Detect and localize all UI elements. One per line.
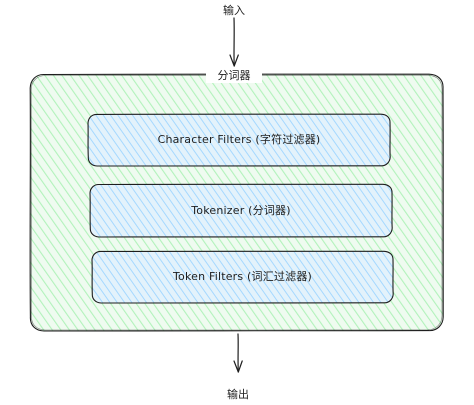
stage-box-tokenizer: [89, 183, 393, 238]
input-label: 输入: [223, 4, 245, 17]
stage-box-character-filters: [87, 113, 391, 167]
stage-box-token-filters: [91, 250, 394, 304]
analyzer-label: 分词器: [206, 69, 262, 83]
stage-label-token-filters: Token Filters (词汇过滤器): [172, 270, 313, 283]
stage-label-tokenizer: Tokenizer (分词器): [191, 204, 291, 217]
input-arrow: [229, 17, 239, 67]
output-label: 输出: [227, 388, 249, 401]
output-arrow: [233, 333, 243, 373]
stage-label-character-filters: Character Filters (字符过滤器): [157, 133, 321, 146]
